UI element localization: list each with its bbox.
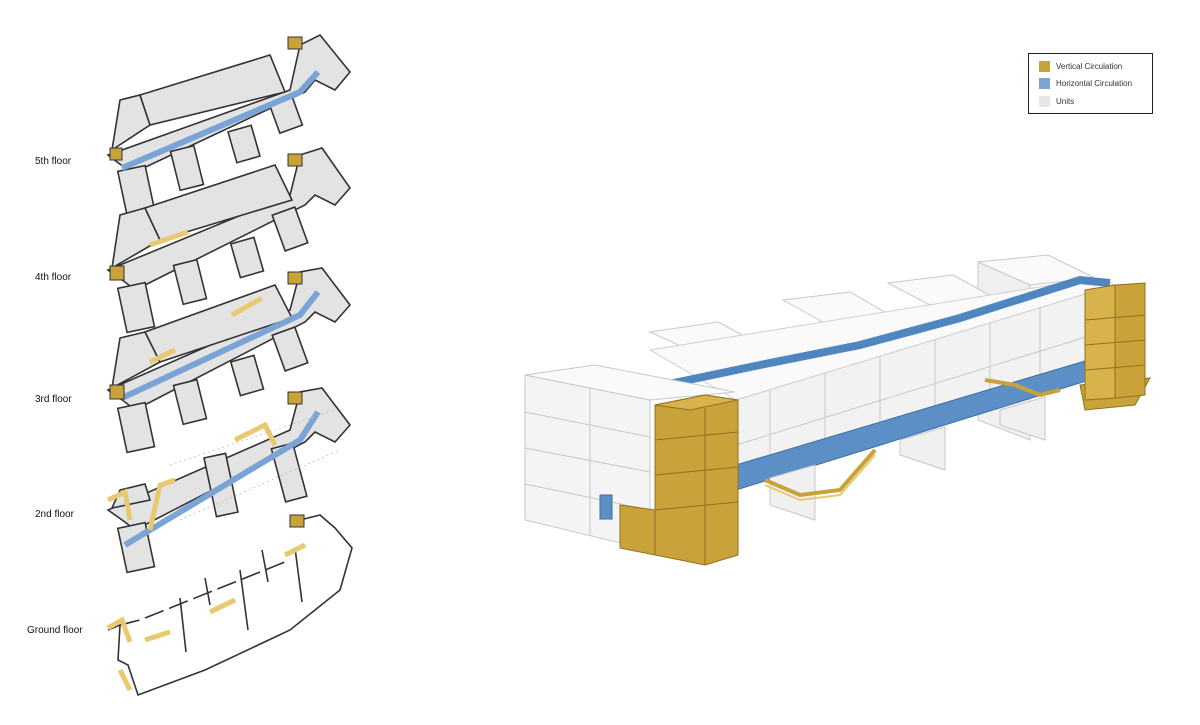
label-ground-floor: Ground floor <box>27 625 83 636</box>
roof-horizontal-circulation <box>649 275 1111 392</box>
legend-swatch-vertical <box>1039 60 1050 72</box>
left-stair-tower <box>654 394 739 566</box>
plan-second-floor <box>106 387 352 574</box>
plan-fifth-floor <box>106 33 352 217</box>
legend-swatch-units <box>1039 95 1050 107</box>
legend-item-horizontal: Horizontal Circulation <box>1039 77 1132 89</box>
legend-label: Vertical Circulation <box>1056 61 1123 71</box>
plan-third-floor <box>106 267 352 454</box>
legend-label: Horizontal Circulation <box>1056 78 1133 88</box>
stair-2 <box>984 378 1061 398</box>
plan-ground-floor <box>106 514 353 697</box>
legend-item-vertical: Vertical Circulation <box>1039 60 1122 72</box>
plan-fourth-floor <box>106 147 352 334</box>
label-second-floor: 2nd floor <box>35 509 74 520</box>
label-fourth-floor: 4th floor <box>35 272 72 283</box>
legend-item-units: Units <box>1039 95 1074 107</box>
legend: Vertical Circulation Horizontal Circulat… <box>1028 53 1153 114</box>
stair-1 <box>764 448 877 498</box>
label-third-floor: 3rd floor <box>35 394 72 405</box>
legend-label: Units <box>1056 96 1075 106</box>
legend-swatch-horizontal <box>1039 77 1050 89</box>
label-fifth-floor: 5th floor <box>35 156 72 167</box>
axonometric-building <box>524 254 1151 566</box>
